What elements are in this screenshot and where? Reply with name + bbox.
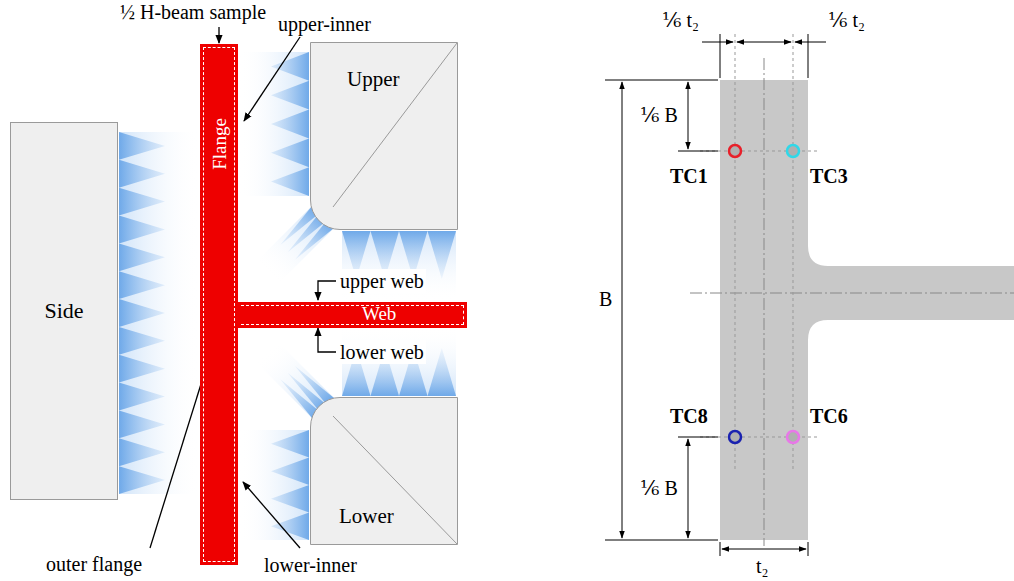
- thermocouple-label: TC8: [668, 404, 710, 428]
- centerline: [764, 58, 765, 546]
- dimension-label: B: [597, 287, 614, 311]
- leader-line: [318, 281, 336, 300]
- thermocouple-marker: [787, 431, 799, 443]
- spray-jet: [119, 271, 165, 299]
- leader-line: [150, 368, 206, 548]
- lower-nozzle: Lower: [310, 397, 458, 545]
- centerline: [690, 293, 1014, 294]
- surface-label: lower-inner: [262, 553, 359, 577]
- spray-jet: [119, 466, 165, 494]
- leader-line: [218, 27, 219, 43]
- node-label: Flange: [208, 118, 231, 170]
- spray-jet: [119, 243, 165, 271]
- spray-jet: [271, 167, 309, 196]
- spray-jet: [119, 327, 165, 355]
- spray-jet: [119, 160, 165, 188]
- spray-jet: [119, 132, 165, 160]
- dashed-outline: [241, 305, 464, 325]
- spray-jet: [271, 81, 309, 110]
- guide-lines: [700, 34, 818, 470]
- surface-label: lower web: [338, 340, 426, 364]
- dimension-label: t₂: [754, 554, 771, 578]
- spray-jet: [428, 348, 457, 396]
- node-label: Side: [44, 298, 83, 324]
- dimension-label: ⅙ B: [638, 476, 680, 500]
- leader-line: [243, 482, 300, 548]
- node-label: Web: [362, 302, 396, 326]
- thermocouple-marker: [729, 431, 741, 443]
- spray-jet: [119, 188, 165, 216]
- thermocouple-marker: [729, 145, 741, 157]
- spray-jet: [271, 110, 309, 139]
- spray-jet: [271, 52, 309, 81]
- spray-jet: [119, 299, 165, 327]
- surface-label: upper web: [338, 269, 426, 293]
- spray-jet: [428, 231, 457, 279]
- web-bar: Web: [238, 302, 467, 328]
- spray-jet: [271, 458, 309, 486]
- thermocouple-label: TC3: [808, 164, 850, 188]
- thermocouple-label: TC1: [668, 164, 710, 188]
- spray-jet: [119, 438, 165, 466]
- dimension-label: ⅙ t₂: [826, 8, 867, 32]
- dimension-label: ⅙ t₂: [660, 8, 701, 32]
- sample-label: ½ H-beam sample: [118, 0, 268, 24]
- surface-label: outer flange: [44, 552, 144, 576]
- dimension-label: ⅙ B: [638, 103, 680, 127]
- spray-band: [239, 52, 309, 196]
- spray-jet: [271, 485, 309, 513]
- spray-jet: [271, 430, 309, 458]
- spray-jet: [119, 355, 165, 383]
- spray-band: [119, 132, 199, 494]
- spray-jet: [119, 216, 165, 244]
- divider-line: [333, 416, 457, 544]
- node-label: Lower: [339, 504, 394, 529]
- thermocouple-label: TC6: [808, 404, 850, 428]
- side-nozzle: Side: [10, 122, 118, 500]
- spray-jet: [119, 410, 165, 438]
- node-label: Upper: [347, 67, 399, 92]
- dimension-lines: [605, 34, 826, 556]
- leader-lines: [150, 27, 336, 548]
- divider-line: [333, 43, 457, 207]
- cross-section: [605, 34, 1014, 556]
- leader-line: [244, 37, 300, 121]
- surface-label: upper-inner: [276, 12, 373, 36]
- upper-nozzle: Upper: [310, 42, 458, 230]
- spray-jet: [271, 138, 309, 167]
- spray-jet: [119, 383, 165, 411]
- leader-line: [318, 328, 336, 352]
- flange-bar: Flange: [200, 44, 238, 565]
- spray-band: [239, 430, 309, 540]
- thermocouple-marker: [787, 145, 799, 157]
